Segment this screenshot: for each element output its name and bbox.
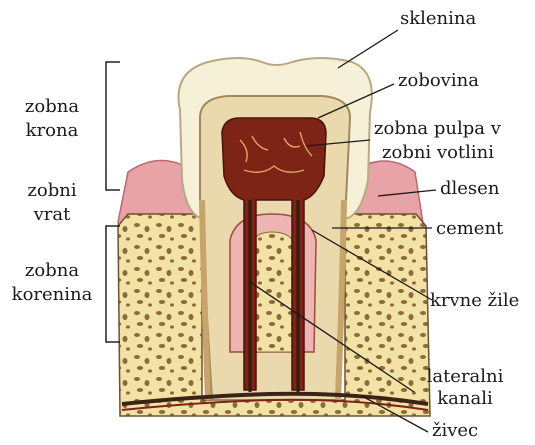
crown-bracket [106, 62, 120, 190]
label-vessels: krvne žile [430, 290, 519, 312]
label-neck-2: vrat [6, 204, 98, 226]
label-nerve: živec [432, 420, 478, 442]
label-crown-1: zobna [6, 96, 98, 118]
label-enamel: sklenina [400, 8, 476, 30]
label-pulp-1: zobna pulpa v [374, 118, 501, 140]
label-pulp-2: zobni votlini [382, 142, 494, 164]
label-neck-1: zobni [6, 180, 98, 202]
label-root-2: korenina [6, 284, 98, 306]
label-lateral-2: kanali [420, 388, 510, 410]
label-root-1: zobna [6, 260, 98, 282]
label-lateral-1: lateralni [420, 366, 510, 388]
label-cement: cement [436, 218, 503, 240]
label-crown-2: krona [6, 120, 98, 142]
label-gum: dlesen [440, 178, 499, 200]
label-dentin: zobovina [398, 70, 479, 92]
